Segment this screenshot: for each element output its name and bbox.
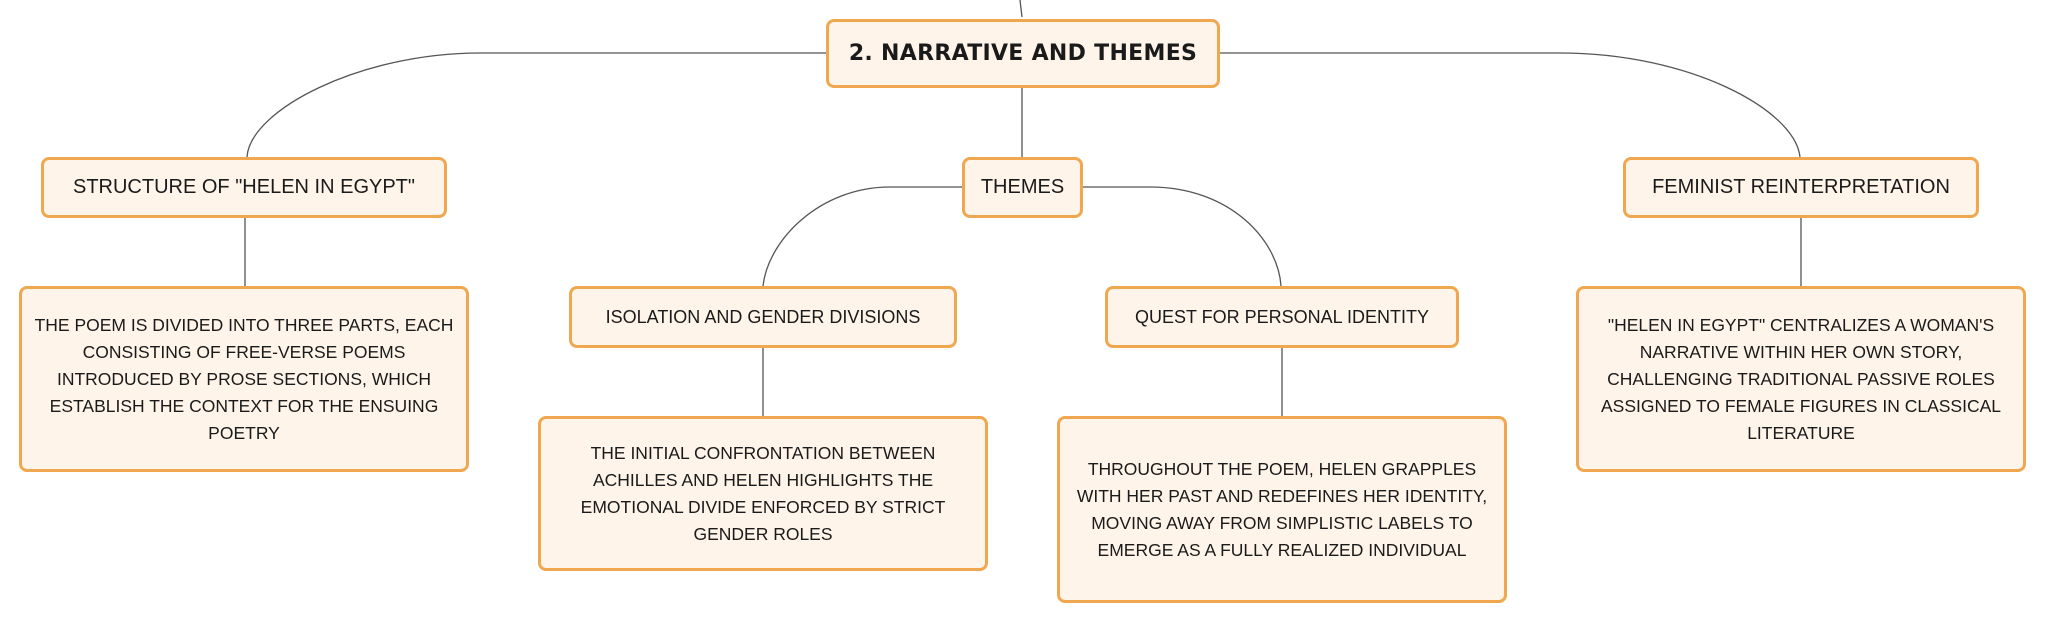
structure-node[interactable]: Structure of "Helen in Egypt" <box>41 157 447 218</box>
identity-node-label: Quest for Personal Identity <box>1134 306 1430 327</box>
connector-root-up <box>1019 0 1023 18</box>
structure-detail-node[interactable]: The poem is divided into three parts, ea… <box>19 286 469 472</box>
identity-node[interactable]: Quest for Personal Identity <box>1105 286 1459 348</box>
root-node-label: 2. Narrative and Themes <box>848 41 1198 66</box>
structure-detail-text: The poem is divided into three parts, ea… <box>34 314 454 443</box>
connector-themes-to-isolation <box>762 186 962 287</box>
structure-node-label: Structure of "Helen in Egypt" <box>72 176 415 198</box>
identity-detail-node[interactable]: Throughout the poem, Helen grapples with… <box>1057 416 1507 603</box>
themes-node[interactable]: Themes <box>962 157 1083 218</box>
feminist-detail-node[interactable]: "Helen in Egypt" centralizes a woman's n… <box>1576 286 2026 472</box>
connector-root-to-feminist <box>1219 52 1801 158</box>
isolation-detail-node[interactable]: The initial confrontation between Achill… <box>538 416 988 571</box>
identity-detail-text: Throughout the poem, Helen grapples with… <box>1076 458 1488 560</box>
isolation-detail-text: The initial confrontation between Achill… <box>580 442 946 544</box>
isolation-node[interactable]: Isolation and Gender Divisions <box>569 286 957 348</box>
connector-themes-to-identity <box>1083 186 1282 287</box>
feminist-node[interactable]: Feminist Reinterpretation <box>1623 157 1979 218</box>
feminist-detail-text: "Helen in Egypt" centralizes a woman's n… <box>1600 314 2001 443</box>
feminist-node-label: Feminist Reinterpretation <box>1652 176 1950 198</box>
themes-node-label: Themes <box>980 176 1065 198</box>
root-node[interactable]: 2. Narrative and Themes <box>826 19 1220 88</box>
connector-root-to-structure <box>246 52 828 158</box>
isolation-node-label: Isolation and Gender Divisions <box>605 306 921 327</box>
